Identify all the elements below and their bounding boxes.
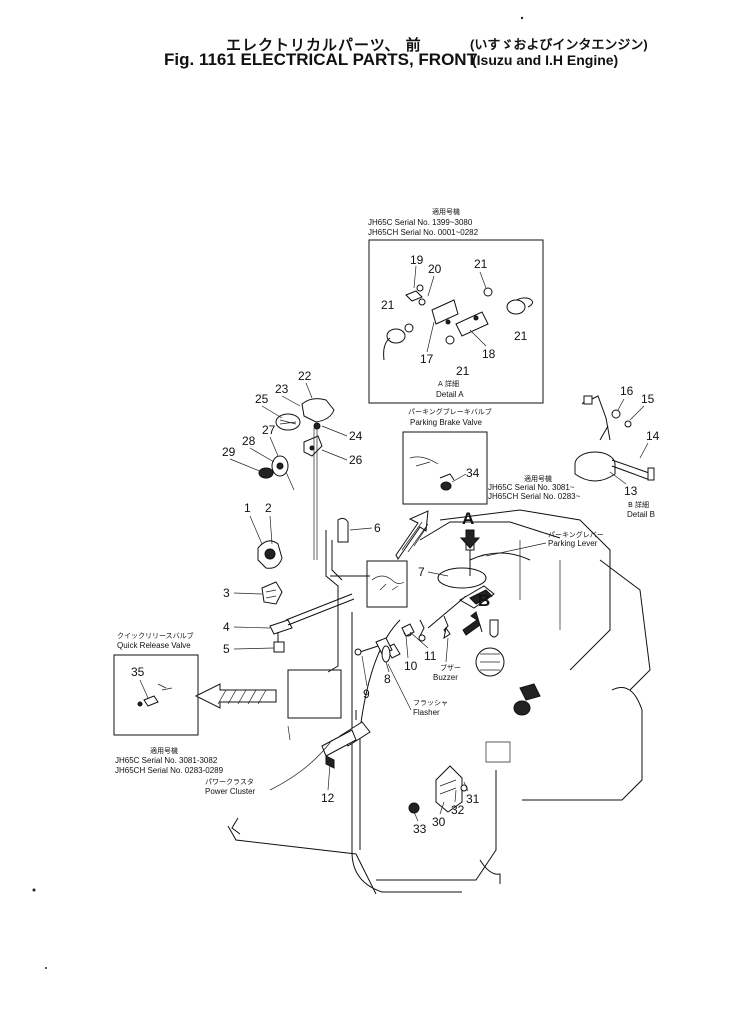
- pointer-arrow-upper: [395, 510, 429, 560]
- engine-note: (Isuzu and I.H Engine): [472, 52, 619, 68]
- flasher-label: Flasher: [413, 708, 440, 717]
- power-cluster-name-jp: パワークラスタ: [205, 777, 254, 786]
- callout-6: 6: [374, 521, 381, 535]
- quick-release-valve-part: [137, 683, 173, 707]
- callout-31: 31: [466, 792, 480, 806]
- callout-11: 11: [424, 649, 437, 663]
- callout-19: 19: [410, 253, 424, 267]
- detail-b-caption-jp: B 詳細: [628, 500, 649, 509]
- callout-14: 14: [646, 429, 660, 443]
- switch-assembly-upper: [258, 398, 335, 491]
- callout-17: 17: [420, 352, 434, 366]
- callout-32: 32: [451, 803, 465, 817]
- parking-brake-label: Parking Brake Valve: [410, 418, 482, 427]
- pointer-arrow-left: [194, 683, 277, 709]
- callout-21b: 21: [381, 298, 395, 312]
- parking-lever-label-jp: パーキングレバー: [548, 530, 604, 539]
- quick-release-label-jp: クイックリリースバルブ: [117, 631, 194, 640]
- parking-lever-label: Parking Lever: [548, 539, 598, 548]
- flasher-label-jp: フラッシャ: [413, 699, 448, 707]
- callout-3: 3: [223, 586, 230, 600]
- callout-5: 5: [223, 642, 230, 656]
- callout-25: 25: [255, 392, 269, 406]
- callout-9: 9: [363, 687, 370, 701]
- flasher-buzzer-parts: [354, 615, 451, 663]
- callout-10: 10: [404, 659, 418, 673]
- power-cluster-name: Power Cluster: [205, 787, 256, 796]
- quick-release-box: [113, 654, 199, 736]
- callout-21: 21: [474, 257, 488, 271]
- callout-12: 12: [321, 791, 335, 805]
- switch-parts-lower: [257, 540, 355, 653]
- callout-23: 23: [275, 382, 289, 396]
- callout-13: 13: [624, 484, 638, 498]
- detail-b-caption: Detail B: [627, 510, 655, 519]
- power-cluster-box: [287, 669, 342, 719]
- arrow-label-a: A: [462, 509, 474, 528]
- detail-a-parts: [383, 284, 534, 361]
- callout-21d: 21: [456, 364, 470, 378]
- callout-2: 2: [265, 501, 272, 515]
- buzzer-label: Buzzer: [433, 673, 458, 682]
- detail-b-label-jp: 適用号機: [524, 474, 552, 483]
- parking-brake-label-jp: パーキングブレーキバルブ: [408, 407, 492, 416]
- buzzer-label-jp: ブザー: [440, 663, 461, 672]
- callout-35: 35: [131, 665, 145, 679]
- callout-33: 33: [413, 822, 427, 836]
- detail-b-serial-2: JH65CH Serial No. 0283~: [488, 492, 581, 501]
- quick-release-label: Quick Release Valve: [117, 641, 191, 650]
- machine-body: [227, 509, 651, 895]
- engine-note-japanese: (いすゞおよびインタエンジン): [470, 37, 648, 52]
- arrow-a-icon: [459, 529, 481, 549]
- callout-18: 18: [482, 347, 496, 361]
- parking-brake-box: [402, 431, 488, 505]
- callout-28: 28: [242, 434, 256, 448]
- callout-1: 1: [244, 501, 251, 515]
- detail-b-serial-1: JH65C Serial No. 3081~: [488, 483, 575, 492]
- detail-a-caption-jp: A 詳細: [438, 379, 459, 388]
- title-japanese: エレクトリカルパーツ、 前: [226, 37, 422, 54]
- figure-title: Fig. 1161 ELECTRICAL PARTS, FRONT: [164, 50, 477, 69]
- detail-a-serial-1: JH65C Serial No. 1399~3080: [368, 218, 473, 227]
- power-cluster-serial-2: JH65CH Serial No. 0283-0289: [115, 766, 224, 775]
- switch-box: [366, 560, 408, 608]
- callout-29: 29: [222, 445, 236, 459]
- detail-a-label-jp: 適用号機: [432, 207, 460, 216]
- callout-8: 8: [384, 672, 391, 686]
- arrow-label-b: B: [478, 591, 490, 610]
- power-cluster-serial-1: JH65C Serial No. 3081-3082: [115, 756, 218, 765]
- callout-34: 34: [466, 466, 480, 480]
- callout-22: 22: [298, 369, 312, 383]
- detail-a-box: [368, 239, 544, 404]
- power-cluster-label-jp: 適用号機: [150, 746, 178, 755]
- parking-brake-valve-part: [409, 456, 455, 491]
- detail-a-caption: Detail A: [436, 390, 464, 399]
- callout-27: 27: [262, 423, 276, 437]
- callout-7: 7: [418, 565, 425, 579]
- callout-4: 4: [223, 620, 230, 634]
- callout-30: 30: [432, 815, 446, 829]
- arrow-b-icon: [462, 611, 483, 636]
- detail-a-serial-2: JH65CH Serial No. 0001~0282: [368, 228, 479, 237]
- callout-26: 26: [349, 453, 363, 467]
- callout-15: 15: [641, 392, 655, 406]
- detail-b-parts: [574, 395, 655, 482]
- callout-16: 16: [620, 384, 634, 398]
- callout-21c: 21: [514, 329, 528, 343]
- callout-24: 24: [349, 429, 363, 443]
- callout-20: 20: [428, 262, 442, 276]
